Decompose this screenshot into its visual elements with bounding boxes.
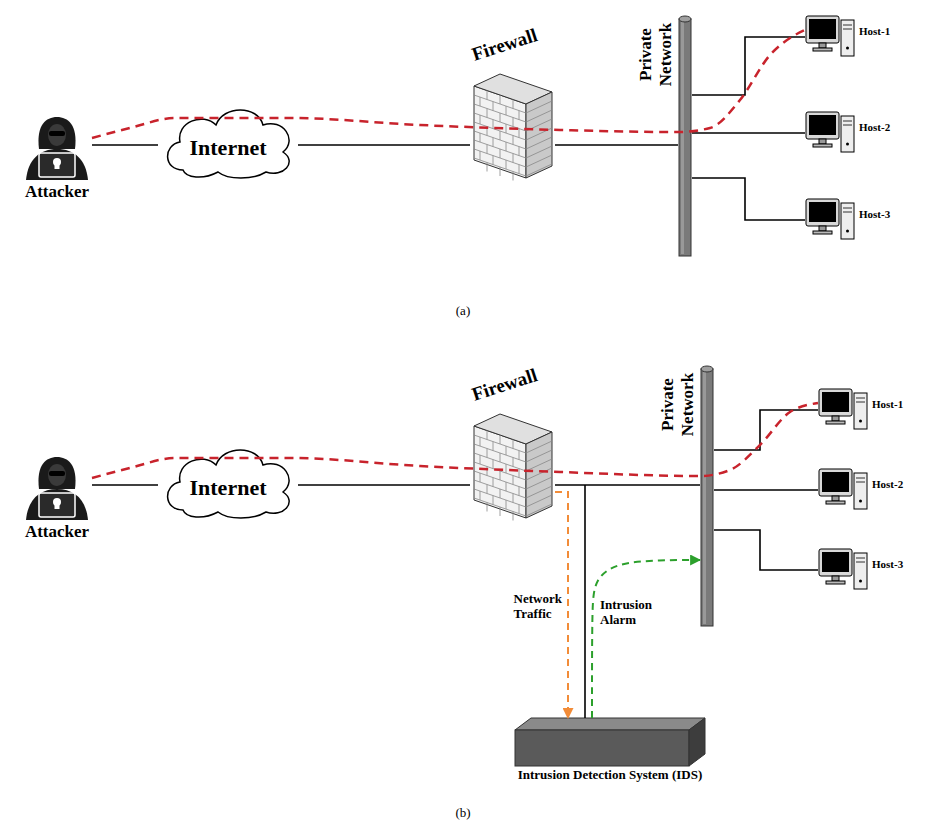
host-computer: Host-3 (805, 195, 855, 245)
node-label: Private Network (636, 23, 675, 86)
host-computer: Host-1 (818, 385, 868, 435)
pc-icon (805, 12, 855, 62)
node-label: Intrusion Detection System (IDS) (515, 768, 705, 783)
firewall-node: Firewall (470, 70, 555, 180)
attacker-icon (22, 455, 92, 520)
network-link (555, 144, 678, 146)
network-link (92, 144, 158, 146)
pc-icon (805, 195, 855, 245)
node-label: Host-3 (872, 558, 903, 571)
pc-icon (818, 465, 868, 515)
pc-icon (818, 545, 868, 595)
node-label: Private Network (658, 373, 697, 436)
network-link (714, 410, 818, 450)
node-label: Internet (190, 475, 267, 500)
attacker-icon (22, 115, 92, 180)
host-computer: Host-2 (818, 465, 868, 515)
network-link (92, 484, 158, 486)
panel-label: (a) (456, 304, 470, 319)
node-label: Attacker (25, 182, 89, 202)
firewall-node: Firewall (470, 410, 555, 520)
host-computer: Host-2 (805, 108, 855, 158)
bar-icon (700, 365, 714, 630)
network-link (714, 530, 818, 570)
wall-icon (470, 70, 555, 180)
host-computer: Host-1 (805, 12, 855, 62)
network-link (692, 178, 805, 220)
internet-cloud: Internet (158, 440, 298, 520)
node-label: Internet (190, 135, 267, 160)
internet-cloud: Internet (158, 100, 298, 180)
network-bus: Private Network (678, 15, 692, 260)
node-label: Host-3 (859, 208, 890, 221)
alarm-arrow (592, 560, 700, 718)
attacker-node: Attacker (22, 455, 92, 520)
tap-line (584, 485, 586, 718)
pc-icon (805, 108, 855, 158)
bar-icon (678, 15, 692, 260)
node-label: Host-2 (872, 478, 903, 491)
node-label: Host-1 (872, 398, 903, 411)
network-link (692, 132, 805, 134)
panel-label: (b) (455, 806, 470, 821)
host-computer: Host-3 (818, 545, 868, 595)
network-link (298, 144, 470, 146)
ids-icon (515, 718, 705, 766)
node-label: Host-2 (859, 121, 890, 134)
attacker-node: Attacker (22, 115, 92, 180)
edge-label: Intrusion Alarm (600, 598, 652, 628)
network-bus: Private Network (700, 365, 714, 630)
wall-icon (470, 410, 555, 520)
network-link (714, 489, 818, 491)
node-label: Firewall (469, 24, 540, 66)
edge-label: Network Traffic (514, 592, 562, 622)
network-link (555, 484, 700, 486)
node-label: Host-1 (859, 25, 890, 38)
pc-icon (818, 385, 868, 435)
ids-box: Intrusion Detection System (IDS) (515, 718, 705, 766)
node-label: Attacker (25, 522, 89, 542)
node-label: Firewall (469, 364, 540, 406)
network-link (298, 484, 470, 486)
